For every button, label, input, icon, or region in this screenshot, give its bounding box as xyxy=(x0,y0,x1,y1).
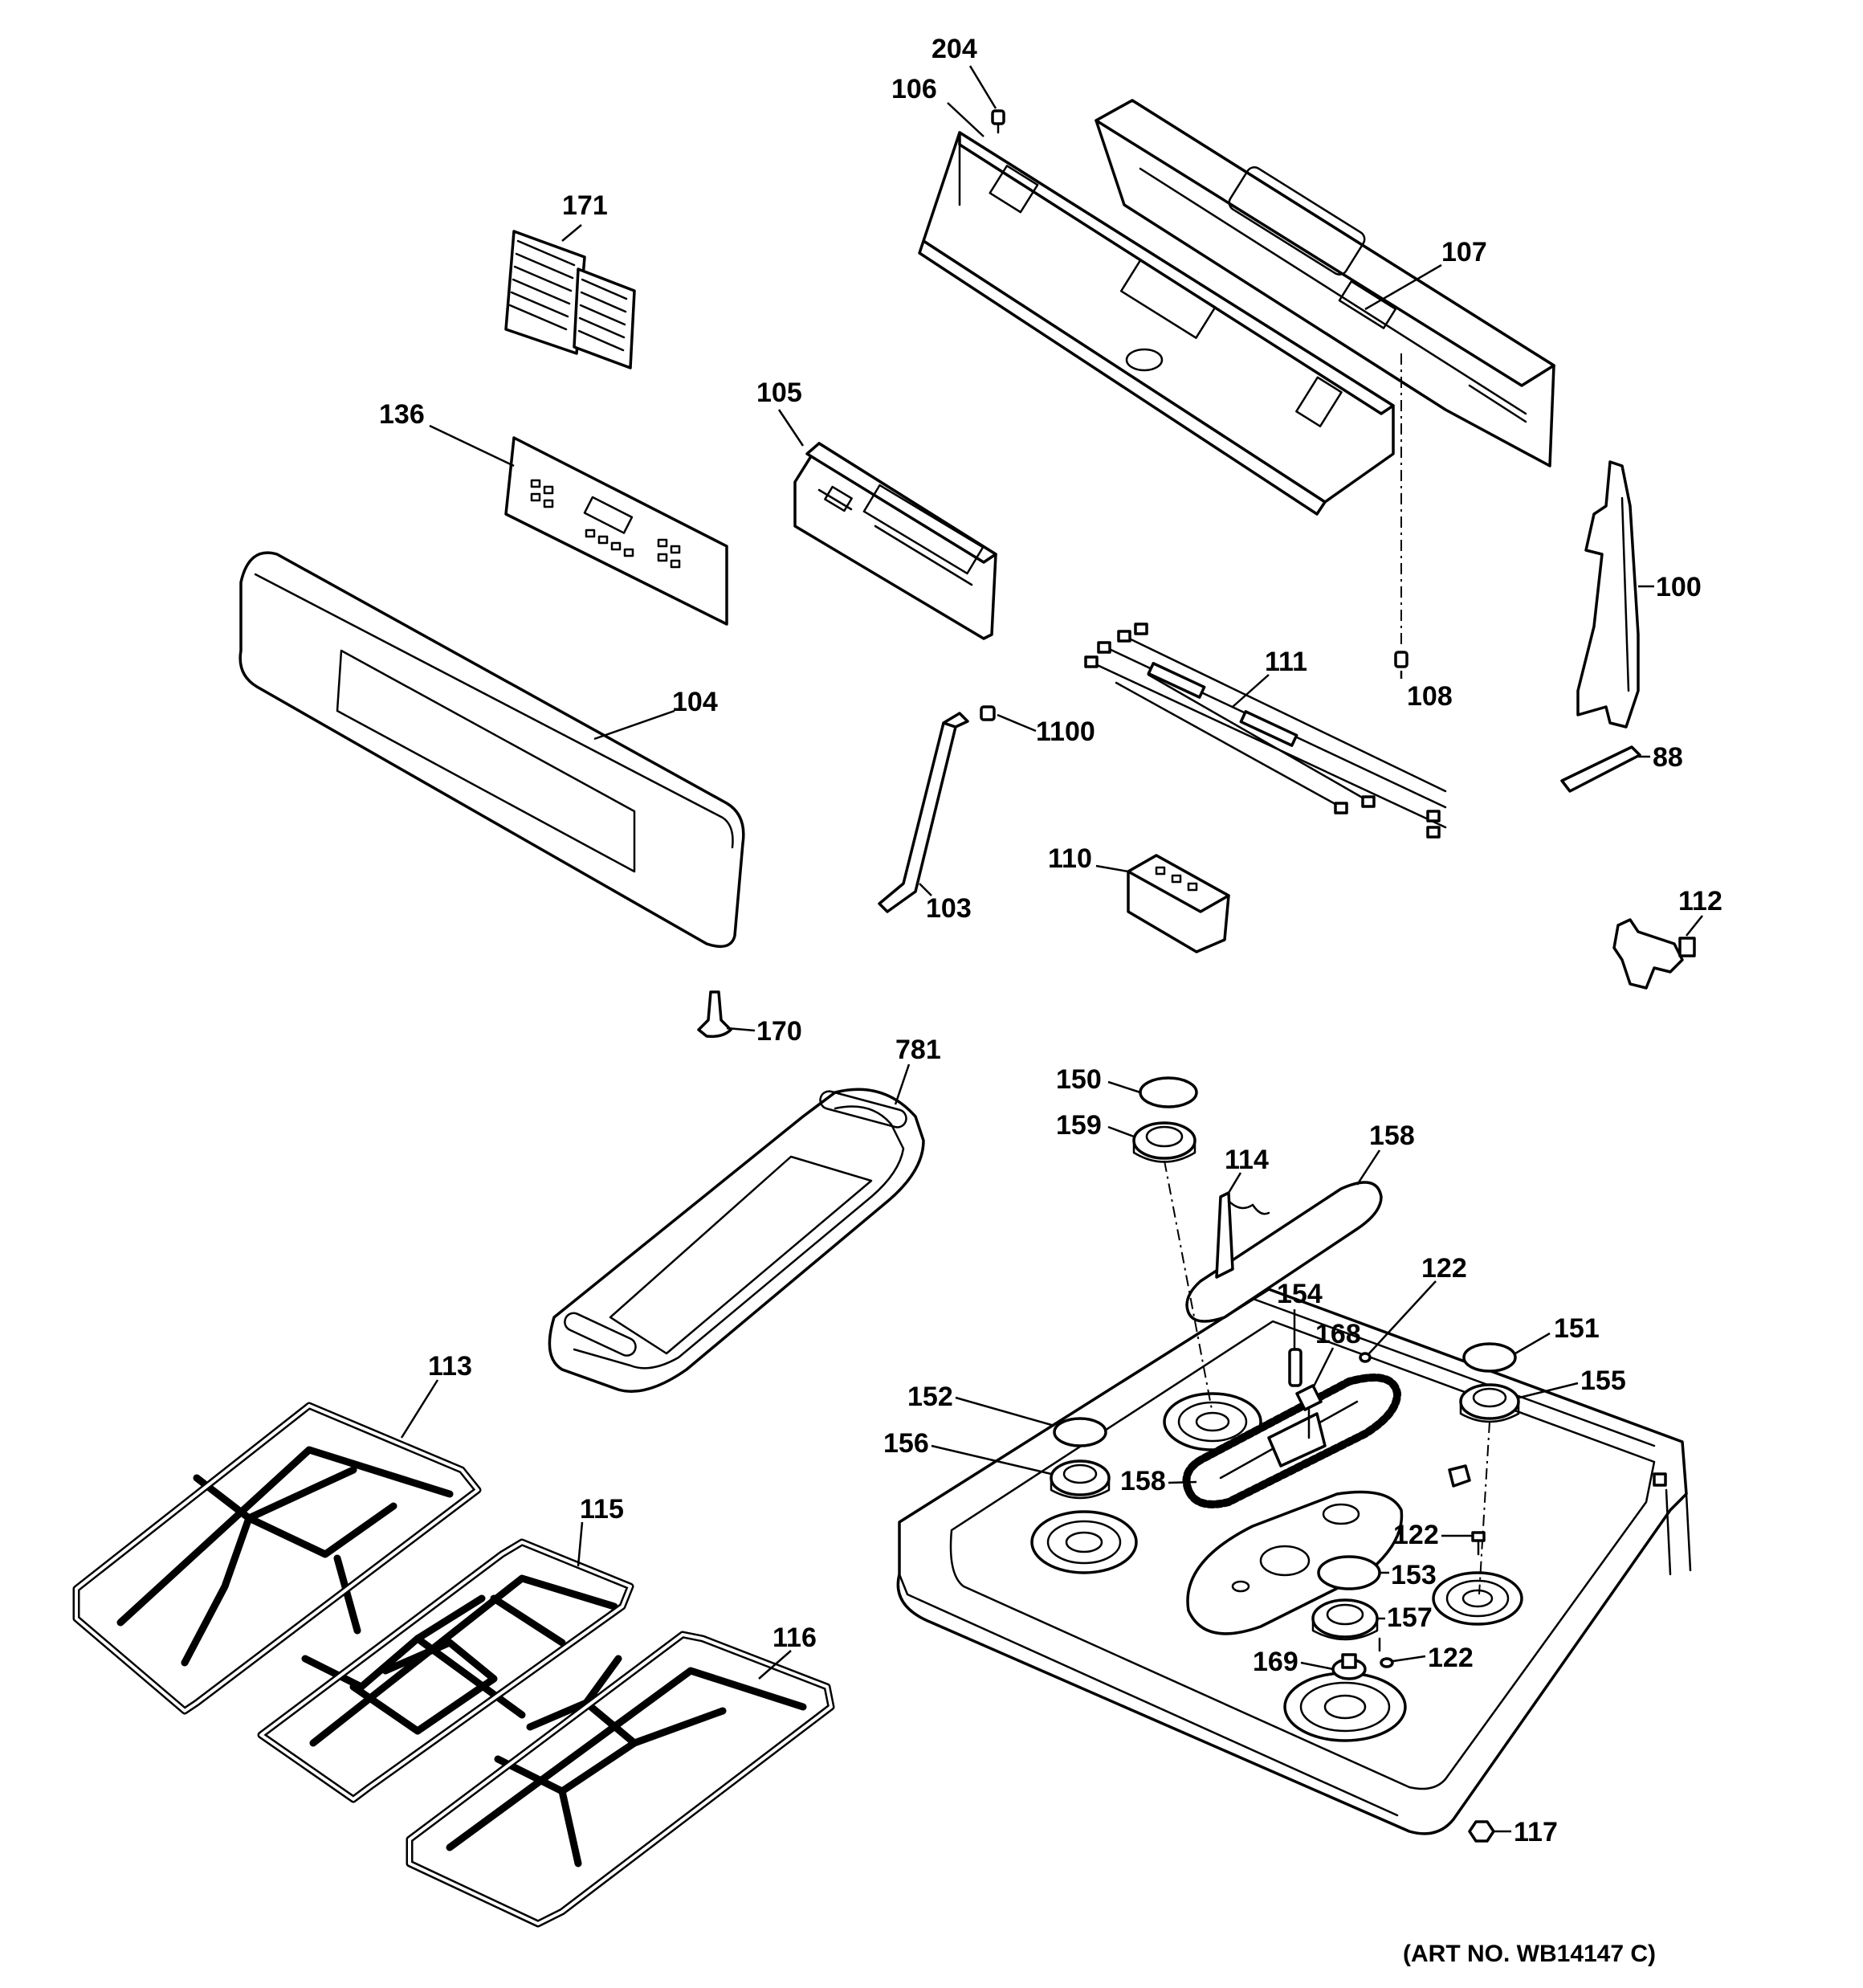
label-154: 154 xyxy=(1277,1279,1323,1309)
backsplash-panel-107 xyxy=(1095,99,1555,467)
control-panel-104 xyxy=(238,551,745,949)
burner-head-157 xyxy=(1311,1598,1379,1641)
label-108: 108 xyxy=(1407,681,1453,712)
burner-orifice-169 xyxy=(1331,1653,1367,1680)
screw-122-c xyxy=(1378,1637,1394,1668)
burner-cap-152 xyxy=(1053,1417,1107,1447)
griddle-plate-158 xyxy=(1185,1181,1383,1323)
label-156: 156 xyxy=(883,1428,929,1459)
label-153: 153 xyxy=(1391,1560,1437,1590)
electrode-154 xyxy=(1288,1348,1302,1387)
label-170: 170 xyxy=(756,1016,802,1047)
control-board-105 xyxy=(793,442,997,640)
label-116: 116 xyxy=(773,1623,817,1653)
art-number: (ART NO. WB14147 C) xyxy=(1403,1941,1656,1967)
label-114: 114 xyxy=(1225,1145,1269,1175)
label-103: 103 xyxy=(926,893,972,924)
burner-head-155 xyxy=(1459,1383,1520,1423)
label-150: 150 xyxy=(1056,1064,1102,1095)
label-113: 113 xyxy=(428,1351,472,1382)
label-781: 781 xyxy=(895,1035,941,1065)
grate-116 xyxy=(406,1631,835,1928)
label-122-top: 122 xyxy=(1421,1253,1467,1284)
label-159: 159 xyxy=(1056,1110,1102,1141)
label-169: 169 xyxy=(1253,1647,1298,1677)
label-136: 136 xyxy=(379,399,425,430)
label-105: 105 xyxy=(756,378,802,408)
ignition-module-110 xyxy=(1127,854,1230,953)
screw-108 xyxy=(1394,353,1408,668)
backsplash-panel-106 xyxy=(918,131,1395,516)
label-122-bottom: 122 xyxy=(1428,1643,1474,1673)
grill-grate-158 xyxy=(1182,1374,1401,1508)
control-overlay-136 xyxy=(504,436,728,626)
bracket-103 xyxy=(878,712,969,913)
screw-1100 xyxy=(980,705,996,721)
leader-lines xyxy=(400,65,1703,1833)
wire-harness-111 xyxy=(1084,623,1447,839)
electrode-168 xyxy=(1295,1384,1323,1439)
callout-labels: 204 106 171 107 136 105 100 104 111 108 … xyxy=(379,34,1722,1967)
label-122-mid: 122 xyxy=(1393,1520,1439,1550)
side-trim-100 xyxy=(1576,460,1640,729)
grate-113 xyxy=(72,1402,482,1715)
burner-head-159 xyxy=(1132,1121,1196,1163)
screw-122-a xyxy=(1359,1352,1372,1363)
label-106: 106 xyxy=(891,74,937,104)
label-115: 115 xyxy=(580,1494,624,1525)
screw-170 xyxy=(697,990,732,1039)
label-1100: 1100 xyxy=(1036,716,1095,747)
label-155: 155 xyxy=(1580,1365,1626,1396)
label-100: 100 xyxy=(1656,572,1702,602)
vent-grille-171 xyxy=(504,230,636,369)
label-152: 152 xyxy=(907,1382,953,1412)
label-117: 117 xyxy=(1514,1817,1558,1847)
label-157: 157 xyxy=(1387,1602,1433,1633)
grate-115 xyxy=(257,1538,634,1803)
burner-cap-150 xyxy=(1139,1076,1198,1108)
valve-112 xyxy=(1612,918,1696,990)
label-112: 112 xyxy=(1678,886,1722,916)
label-88: 88 xyxy=(1653,742,1683,773)
clip-88 xyxy=(1560,745,1641,793)
nut-117 xyxy=(1468,1820,1495,1843)
label-151: 151 xyxy=(1554,1313,1600,1344)
griddle-781 xyxy=(548,1088,925,1393)
label-107: 107 xyxy=(1441,237,1487,267)
label-168: 168 xyxy=(1315,1319,1361,1349)
label-158-bottom: 158 xyxy=(1120,1466,1166,1496)
burner-head-156 xyxy=(1050,1459,1111,1500)
label-204: 204 xyxy=(932,34,977,64)
label-111: 111 xyxy=(1265,647,1307,677)
label-110: 110 xyxy=(1048,843,1092,874)
burner-cap-151 xyxy=(1462,1342,1517,1373)
bracket-114 xyxy=(1215,1191,1270,1279)
screw-204 xyxy=(991,109,1005,134)
label-158-top: 158 xyxy=(1369,1121,1415,1151)
label-104: 104 xyxy=(672,687,718,717)
label-171: 171 xyxy=(562,190,608,221)
burner-cap-153 xyxy=(1317,1555,1381,1590)
